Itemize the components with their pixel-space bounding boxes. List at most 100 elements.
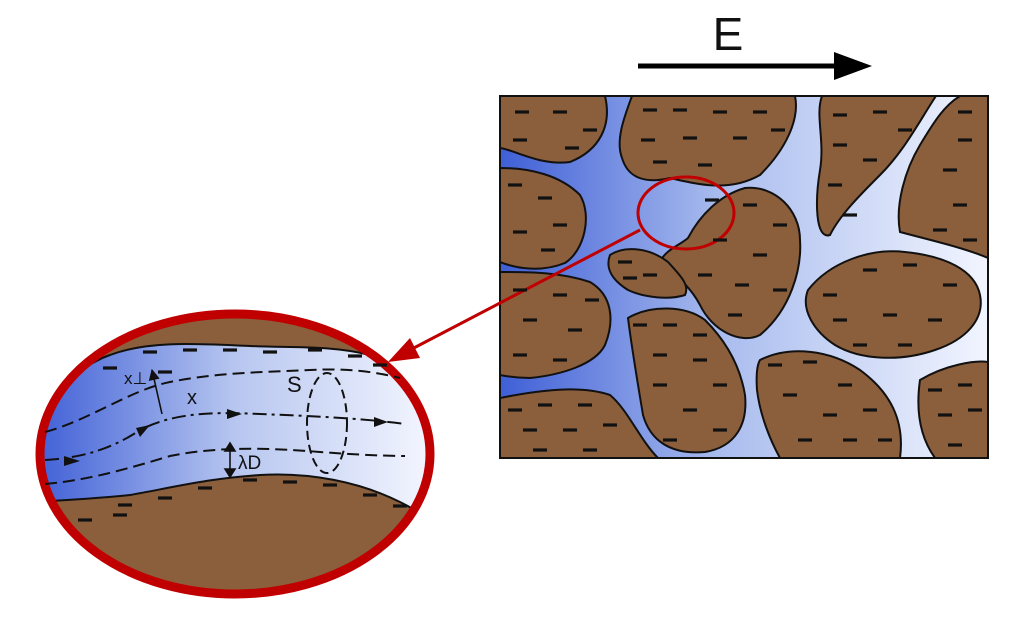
- charge-mark: [928, 318, 942, 322]
- charge-mark: [508, 408, 522, 412]
- charge-mark: [693, 358, 707, 362]
- charge-mark: [878, 438, 892, 442]
- charge-mark: [713, 383, 727, 387]
- charge-mark: [553, 358, 567, 362]
- grain: [897, 96, 988, 260]
- charge-mark: [753, 110, 767, 114]
- charge-mark: [583, 448, 597, 452]
- charge-mark: [928, 388, 942, 392]
- charge-mark: [698, 273, 712, 277]
- charge-mark: [618, 260, 632, 264]
- charge-mark: [308, 348, 322, 352]
- charge-mark: [363, 493, 377, 497]
- charge-mark: [78, 518, 92, 522]
- charge-mark: [968, 408, 982, 412]
- charge-mark: [323, 483, 337, 487]
- charge-mark: [898, 128, 912, 132]
- charge-mark: [523, 318, 537, 322]
- lambda-label: λD: [238, 453, 261, 474]
- charge-mark: [113, 513, 127, 517]
- electric-field-arrow: [638, 52, 872, 80]
- charge-mark: [958, 138, 972, 142]
- charge-mark: [713, 428, 727, 432]
- charge-mark: [713, 238, 727, 242]
- x-label: x: [187, 387, 197, 409]
- charge-mark: [348, 354, 362, 358]
- charge-mark: [833, 143, 847, 147]
- charge-mark: [623, 276, 637, 280]
- flow-arrowheads: [64, 409, 388, 466]
- streamlines: [44, 368, 406, 485]
- charge-mark: [683, 136, 697, 140]
- charge-mark: [158, 370, 172, 374]
- charge-mark: [393, 504, 407, 508]
- grain: [626, 307, 747, 454]
- debye-length-marker: [223, 441, 237, 479]
- charge-mark: [773, 223, 787, 227]
- charge-mark: [958, 110, 972, 114]
- streamline-upper: [44, 368, 401, 433]
- charge-mark: [183, 348, 197, 352]
- charge-mark: [541, 248, 555, 252]
- charge-mark: [873, 110, 887, 114]
- grain: [500, 271, 612, 380]
- streamline-lower: [44, 447, 406, 485]
- charge-mark: [653, 160, 667, 164]
- charge-mark: [938, 413, 952, 417]
- charge-mark: [773, 288, 787, 292]
- porous-medium: [499, 95, 989, 459]
- charge-mark: [553, 223, 567, 227]
- charge-mark: [585, 298, 599, 302]
- surface-charges: [78, 108, 982, 522]
- charge-mark: [768, 363, 782, 367]
- charge-mark: [693, 333, 707, 337]
- charge-mark: [798, 438, 812, 442]
- charge-mark: [903, 263, 917, 267]
- charge-mark: [578, 403, 592, 407]
- charge-mark: [513, 138, 527, 142]
- charge-mark: [263, 350, 277, 354]
- charge-mark: [641, 138, 655, 142]
- charge-mark: [223, 348, 237, 352]
- charge-mark: [603, 423, 617, 427]
- charge-mark: [863, 408, 877, 412]
- charge-mark: [513, 353, 527, 357]
- streamline-center: [44, 412, 406, 461]
- charge-mark: [643, 108, 657, 112]
- charge-mark: [513, 288, 527, 292]
- charge-mark: [643, 273, 657, 277]
- charge-mark: [563, 428, 577, 432]
- charge-mark: [508, 183, 522, 187]
- charge-mark: [783, 393, 797, 397]
- charge-mark: [743, 203, 757, 207]
- charge-mark: [771, 128, 785, 132]
- charge-mark: [698, 163, 712, 167]
- charge-mark: [553, 293, 567, 297]
- s-label: S: [287, 372, 302, 397]
- charge-mark: [103, 366, 117, 370]
- charge-mark: [283, 480, 297, 484]
- charge-mark: [733, 136, 747, 140]
- x-perp-label: x⊥: [124, 369, 147, 388]
- charge-mark: [533, 448, 547, 452]
- x-perp-axis: [148, 368, 163, 415]
- charge-mark: [828, 183, 842, 187]
- charge-mark: [863, 268, 877, 272]
- charge-mark: [735, 283, 749, 287]
- charge-mark: [568, 328, 582, 332]
- charge-mark: [705, 198, 719, 202]
- charge-mark: [373, 363, 387, 367]
- charge-mark: [143, 350, 157, 354]
- charge-mark: [953, 203, 967, 207]
- charge-mark: [943, 168, 957, 172]
- grain: [500, 166, 587, 270]
- zoom-region-marker: [636, 175, 736, 251]
- charge-mark: [843, 213, 857, 217]
- charge-mark: [853, 343, 867, 347]
- charge-mark: [663, 323, 677, 327]
- charge-mark: [803, 360, 817, 364]
- charge-mark: [553, 110, 567, 114]
- charge-mark: [158, 496, 172, 500]
- charge-mark: [673, 108, 687, 112]
